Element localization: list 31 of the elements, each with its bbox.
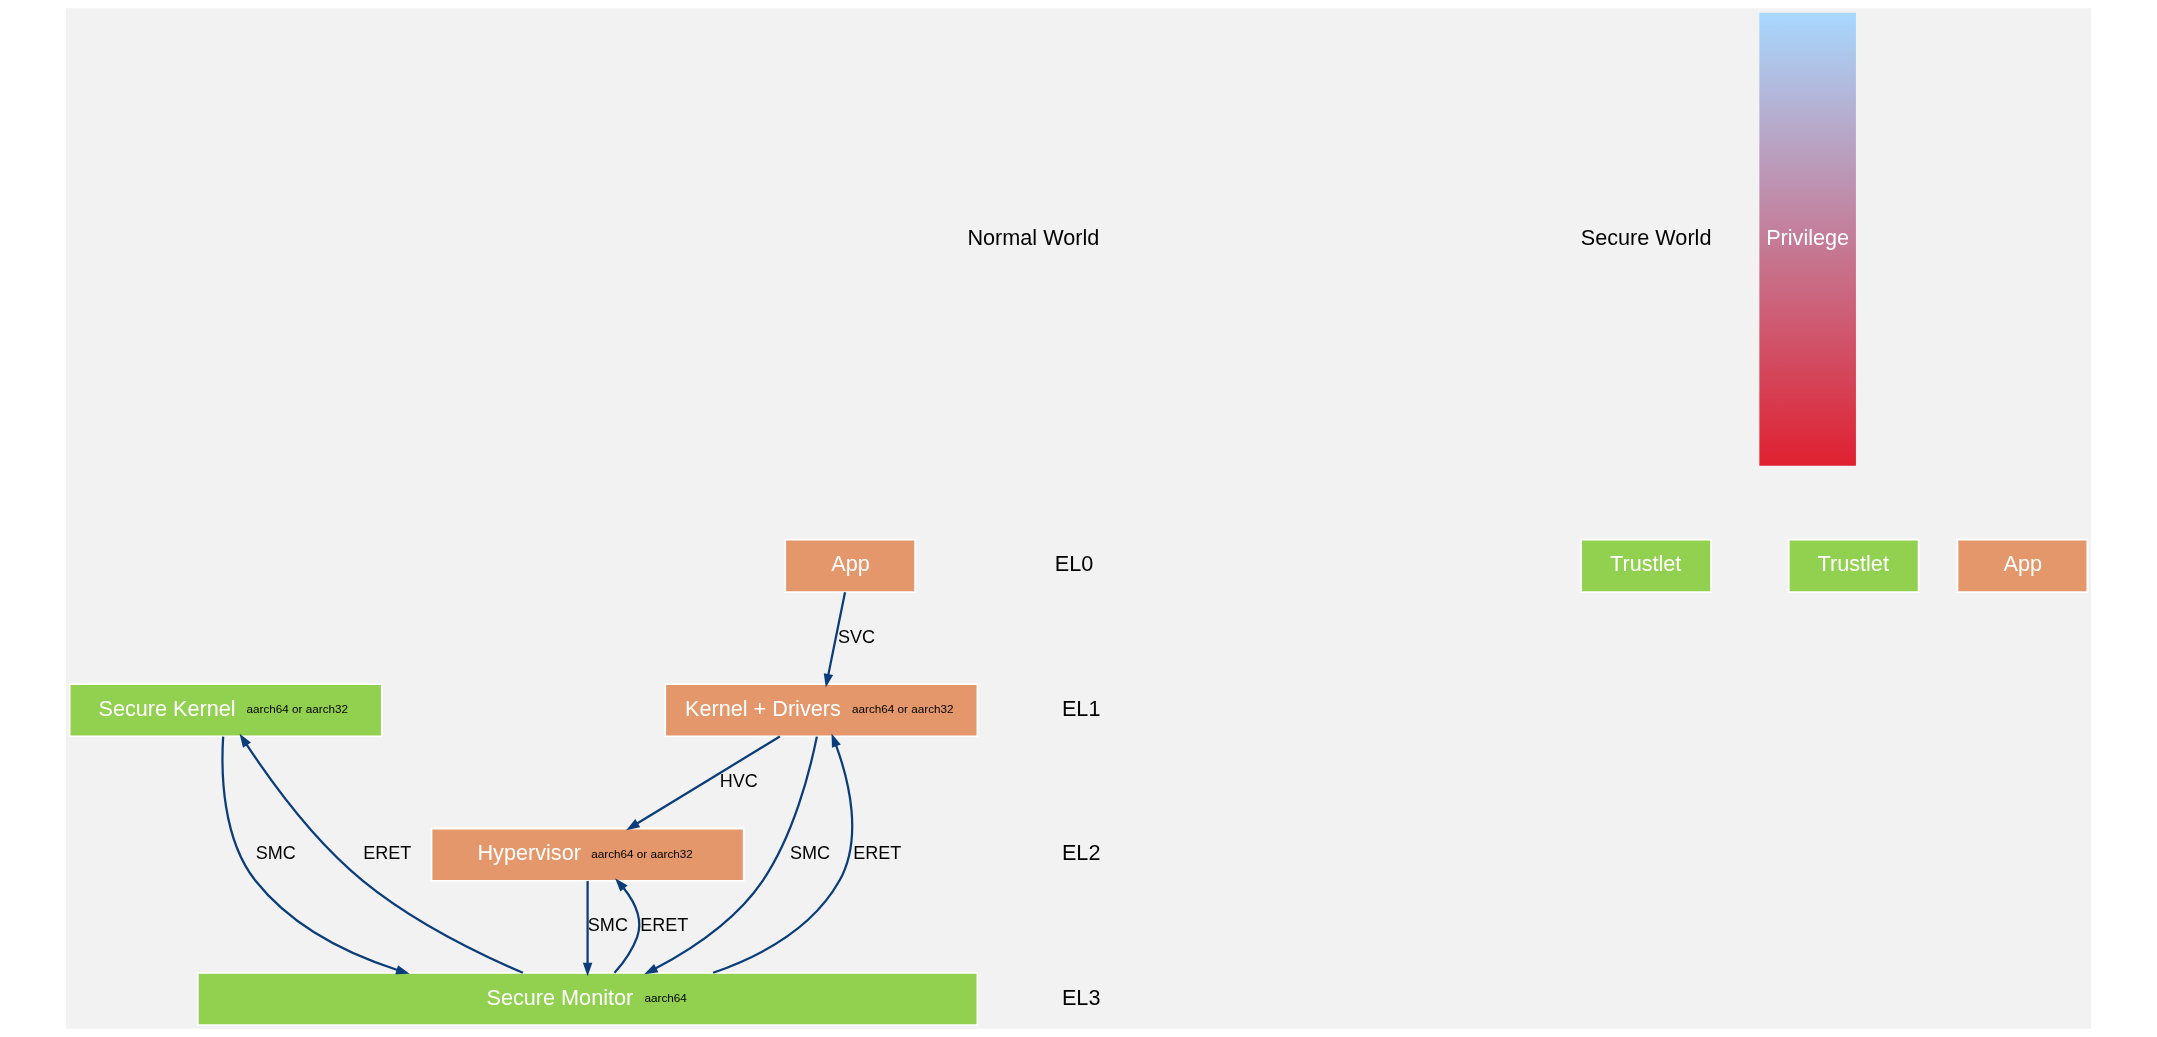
node-box: Secure Kernel aarch64 or aarch32	[68, 683, 383, 738]
node-box: App	[1956, 538, 2089, 593]
label: EL1	[1061, 695, 1101, 721]
edge-label: SMC	[790, 843, 831, 864]
node-box: Trustlet	[1580, 538, 1712, 593]
label: EL3	[1061, 984, 1101, 1010]
node-box: Secure Monitor aarch64	[196, 971, 979, 1027]
edge-label: ERET	[363, 843, 412, 864]
arrow	[712, 733, 854, 974]
arrow	[644, 736, 818, 975]
edge-label: ERET	[853, 843, 902, 864]
label: Normal World	[967, 224, 1100, 250]
node-box: App	[784, 538, 917, 593]
label: Secure World	[1580, 224, 1712, 250]
edge-label: SMC	[255, 843, 296, 864]
label: EL2	[1061, 840, 1101, 866]
arrow	[613, 878, 641, 974]
arrow	[582, 881, 593, 977]
edge-label: HVC	[719, 770, 758, 791]
arrow	[239, 733, 524, 974]
edge-label: ERET	[640, 915, 689, 936]
label: EL0	[1054, 551, 1094, 577]
node-box: Trustlet	[1787, 538, 1920, 593]
arrow	[221, 736, 410, 975]
node-box: Hypervisor aarch64 or aarch32	[430, 827, 745, 882]
arrow	[823, 592, 847, 688]
arrow	[626, 735, 781, 831]
edge-label: SMC	[587, 915, 628, 936]
edge-label: SVC	[837, 626, 876, 647]
label: Privilege	[1766, 224, 1850, 250]
node-box: Kernel + Drivers aarch64 or aarch32	[664, 683, 979, 738]
